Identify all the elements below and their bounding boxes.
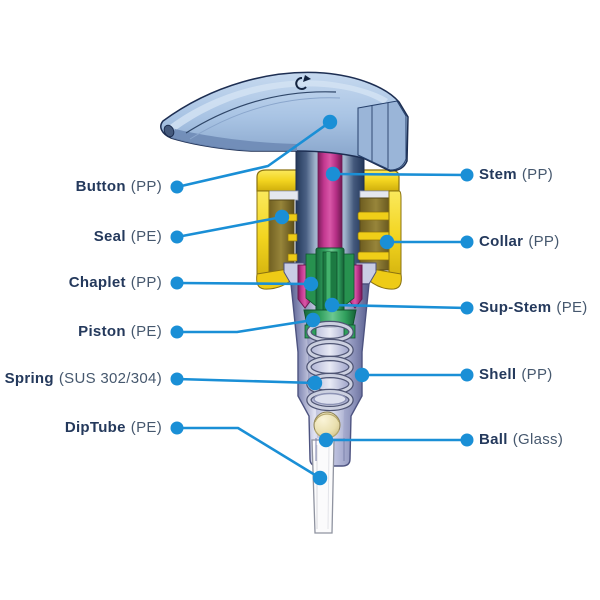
part-material: (PP) (130, 274, 162, 291)
chaplet-graphic (303, 247, 357, 339)
leader-dot (170, 421, 184, 435)
part-material: (Glass) (512, 431, 564, 448)
leader-stem (331, 172, 469, 177)
part-dot (379, 234, 395, 250)
part-material: (PP) (528, 233, 560, 250)
spring-graphic (306, 320, 354, 412)
label-collar: Collar(PP) (479, 231, 560, 253)
chamber-edges (315, 438, 345, 461)
part-material: (PP) (130, 178, 162, 195)
part-name: Seal (93, 228, 126, 245)
label-seal: Seal(PE) (0, 226, 162, 248)
label-button: Button(PP) (0, 176, 162, 198)
leader-dot (460, 168, 474, 182)
leader-dot (460, 301, 474, 315)
part-dot (322, 114, 338, 130)
collar-right (357, 190, 402, 290)
leader-dot (460, 433, 474, 447)
button-right-face (357, 100, 407, 171)
part-name: Sup-Stem (479, 299, 552, 316)
leader-piston (175, 318, 315, 334)
button-graphic (160, 71, 409, 172)
part-name: Ball (479, 431, 508, 448)
ball-seat-ring (313, 392, 347, 406)
spout-opening (163, 124, 175, 138)
leader-seal (175, 215, 284, 239)
part-dot (274, 209, 290, 225)
label-diptube: DipTube(PE) (0, 417, 162, 439)
part-material: (PE) (130, 323, 162, 340)
leader-dot (170, 372, 184, 386)
part-dot (305, 312, 321, 328)
label-ball: Ball(Glass) (479, 429, 563, 451)
label-chaplet: Chaplet(PP) (0, 272, 162, 294)
label-piston: Piston(PE) (0, 321, 162, 343)
label-stem: Stem(PP) (479, 164, 553, 186)
leader-spring (175, 377, 317, 385)
leader-sup-stem (330, 303, 469, 310)
leader-diptube (175, 426, 322, 480)
part-material: (PE) (130, 419, 162, 436)
leader-dot (460, 368, 474, 382)
diptube-graphic (311, 439, 335, 534)
part-dot (354, 367, 370, 383)
leader-dot (170, 180, 184, 194)
part-material: (PE) (556, 299, 588, 316)
leader-dot (170, 230, 184, 244)
part-dot (325, 166, 341, 182)
part-material: (PP) (521, 166, 554, 183)
part-dot (307, 375, 323, 391)
leader-chaplet (175, 281, 313, 286)
part-name: Chaplet (68, 274, 126, 291)
label-sup-stem: Sup-Stem(PE) (479, 297, 588, 319)
part-name: Button (75, 178, 126, 195)
part-dot (303, 276, 319, 292)
part-name: Piston (78, 323, 126, 340)
part-name: Shell (479, 366, 517, 383)
part-name: Collar (479, 233, 524, 250)
part-dot (312, 470, 328, 486)
leader-dot (170, 325, 184, 339)
leader-dots (170, 114, 474, 486)
part-dot (324, 297, 340, 313)
part-dot (318, 432, 334, 448)
seal-ring-left (267, 190, 299, 201)
leader-button (175, 120, 332, 189)
leader-dot (170, 276, 184, 290)
part-material: (PE) (130, 228, 162, 245)
part-name: DipTube (64, 419, 126, 436)
part-name: Spring (4, 370, 54, 387)
part-material: (SUS 302/304) (58, 370, 162, 387)
rotate-mark-icon (295, 76, 307, 90)
label-spring: Spring(SUS 302/304) (0, 368, 162, 390)
label-shell: Shell(PP) (479, 364, 553, 386)
part-material: (PP) (521, 366, 553, 383)
ball-graphic (313, 411, 341, 439)
part-name: Stem (479, 166, 517, 183)
leader-dot (460, 235, 474, 249)
leader-lines (175, 120, 469, 480)
